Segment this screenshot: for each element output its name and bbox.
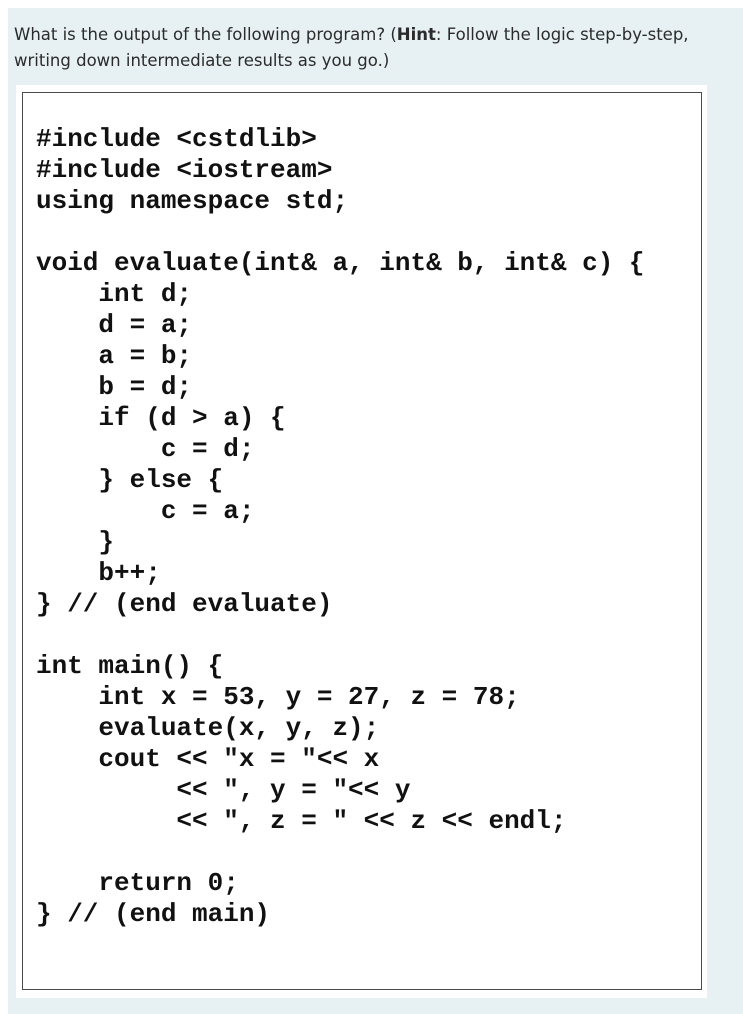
- code-line: }: [36, 527, 115, 557]
- code-line: << ", z = " << z << endl;: [36, 806, 567, 836]
- code-line: return 0;: [36, 868, 239, 898]
- code-line: a = b;: [36, 341, 193, 371]
- code-line: using namespace std;: [36, 186, 349, 216]
- code-line: } else {: [36, 465, 224, 495]
- code-line: c = d;: [36, 434, 255, 464]
- code-line: evaluate(x, y, z);: [36, 713, 380, 743]
- code-line: << ", y = "<< y: [36, 775, 411, 805]
- code-line: b++;: [36, 558, 161, 588]
- code-box: [22, 92, 702, 990]
- code-line: b = d;: [36, 372, 193, 402]
- code-line: #include <iostream>: [36, 155, 333, 185]
- code-line: if (d > a) {: [36, 403, 286, 433]
- code-line: int main() {: [36, 651, 224, 681]
- code-line: [36, 217, 645, 248]
- code-line: cout << "x = "<< x: [36, 744, 380, 774]
- code-line: int d;: [36, 279, 193, 309]
- hint-text: : Follow the logic step-by-step, writing…: [14, 25, 689, 70]
- code-line: } // (end main): [36, 899, 271, 929]
- question-text: What is the output of the following prog…: [14, 22, 734, 74]
- code-block: #include <cstdlib>#include <iostream>usi…: [36, 124, 645, 930]
- code-line: d = a;: [36, 310, 193, 340]
- code-line: } // (end evaluate): [36, 589, 333, 619]
- code-line: [36, 837, 645, 868]
- code-line: #include <cstdlib>: [36, 124, 317, 154]
- code-line: int x = 53, y = 27, z = 78;: [36, 682, 520, 712]
- question-prefix: What is the output of the following prog…: [14, 25, 397, 44]
- code-line: [36, 620, 645, 651]
- code-line: void evaluate(int& a, int& b, int& c) {: [36, 248, 645, 278]
- code-line: c = a;: [36, 496, 255, 526]
- hint-label: Hint: [396, 25, 436, 44]
